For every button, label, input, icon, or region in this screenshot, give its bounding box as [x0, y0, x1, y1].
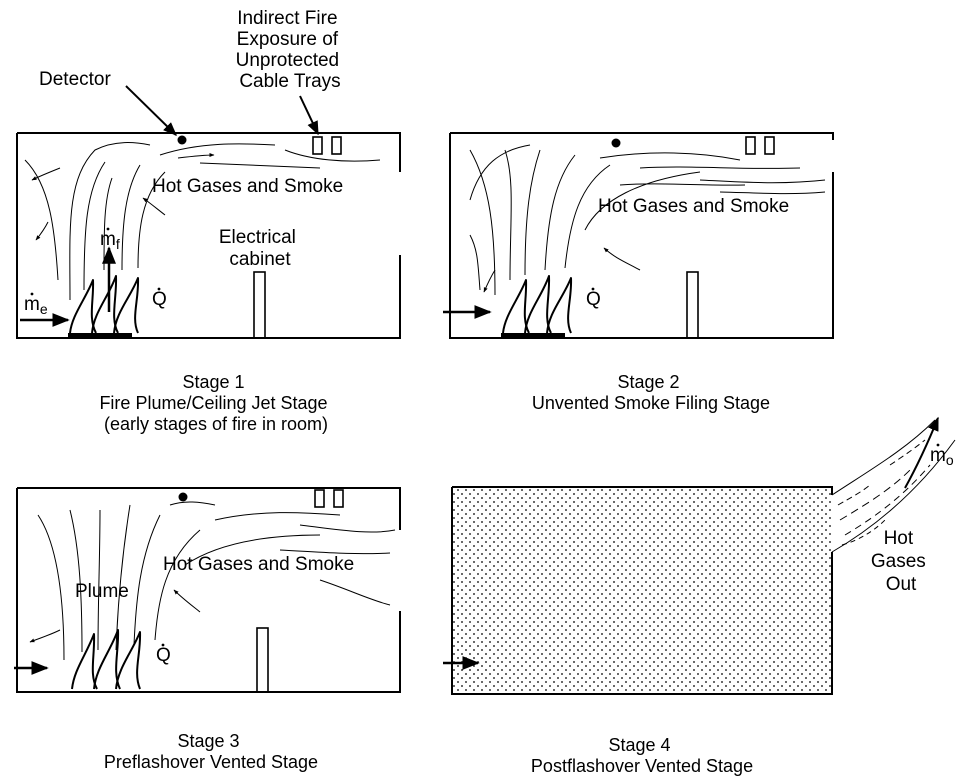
electrical-cabinet-icon [686, 271, 699, 339]
cable-tray-icon [333, 489, 344, 508]
flow-arrow [603, 247, 641, 271]
flow-arrow [483, 269, 496, 293]
electrical-cabinet-icon [256, 627, 269, 693]
cable-tray-icon [745, 136, 756, 155]
stage-4-caption: Stage 4 Postflashover Vented Stage [531, 735, 753, 776]
flow-arrow [31, 167, 61, 181]
flow-arrow [173, 589, 201, 613]
flashover-fill [452, 487, 832, 694]
fire-plume [37, 501, 396, 661]
dot-accent [161, 643, 165, 647]
stage-1-room: mf me Q Detector Indirect Fire Exposure … [16, 8, 401, 434]
outflow-arrow [904, 416, 939, 489]
electrical-cabinet-icon [253, 271, 266, 339]
hot-gases-out-label: Hot Gases Out [871, 528, 931, 595]
detector-label: Detector [39, 69, 111, 90]
stage-4-room: mo Hot Gases Out Stage 4 Postflashover V… [443, 416, 956, 776]
dot-accent [30, 292, 34, 296]
flow-arrow [177, 153, 215, 159]
cable-tray-icon [331, 136, 342, 155]
fire-plume [24, 142, 381, 301]
m-dot-o-symbol: mo [930, 445, 954, 468]
cable-tray-icon [764, 136, 775, 155]
cable-tray-pointer-arrow [299, 95, 319, 136]
q-dot-symbol: Q [156, 645, 171, 666]
q-dot-symbol: Q [152, 289, 167, 310]
cable-tray-icon [314, 489, 325, 508]
plume-label: Plume [75, 581, 129, 602]
cable-trays-label: Indirect Fire Exposure of Unprotected Ca… [236, 8, 345, 92]
room-walls [451, 486, 833, 695]
hot-gases-label: Hot Gases and Smoke [163, 554, 354, 575]
detector-icon [178, 492, 188, 502]
dot-accent [106, 227, 110, 231]
flame-icon [502, 275, 573, 334]
smoke-layer [469, 144, 826, 296]
flame-icon [69, 275, 140, 334]
dot-accent [591, 287, 595, 291]
room-walls [449, 132, 834, 339]
electrical-cabinet-label: Electrical cabinet [219, 227, 301, 270]
flow-arrow [29, 629, 61, 643]
dot-accent [936, 443, 940, 447]
m-dot-f-symbol: mf [100, 229, 120, 252]
stage-3-room: Plume Q Hot Gases and Smoke Stage 3 Pref… [14, 487, 401, 772]
q-dot-symbol: Q [586, 289, 601, 310]
hot-gas-outflow [831, 419, 956, 553]
room-walls [16, 487, 401, 693]
flow-arrow [142, 197, 166, 216]
flame-icon [71, 629, 142, 690]
detector-icon [611, 138, 621, 148]
hot-gases-label: Hot Gases and Smoke [152, 176, 343, 197]
detector-icon [177, 135, 187, 145]
room-walls [16, 132, 401, 339]
stage-2-caption: Stage 2 Unvented Smoke Filing Stage [532, 372, 770, 413]
dot-accent [157, 287, 161, 291]
stage-2-room: Q Hot Gases and Smoke Stage 2 Unvented S… [443, 132, 834, 413]
hot-gases-label: Hot Gases and Smoke [598, 196, 789, 217]
cable-tray-icon [312, 136, 323, 155]
flow-arrow [35, 221, 49, 241]
detector-pointer-arrow [125, 85, 177, 136]
stage-1-caption: Stage 1 Fire Plume/Ceiling Jet Stage (ea… [99, 372, 332, 434]
stage-3-caption: Stage 3 Preflashover Vented Stage [104, 731, 318, 772]
m-dot-e-symbol: me [24, 294, 48, 317]
